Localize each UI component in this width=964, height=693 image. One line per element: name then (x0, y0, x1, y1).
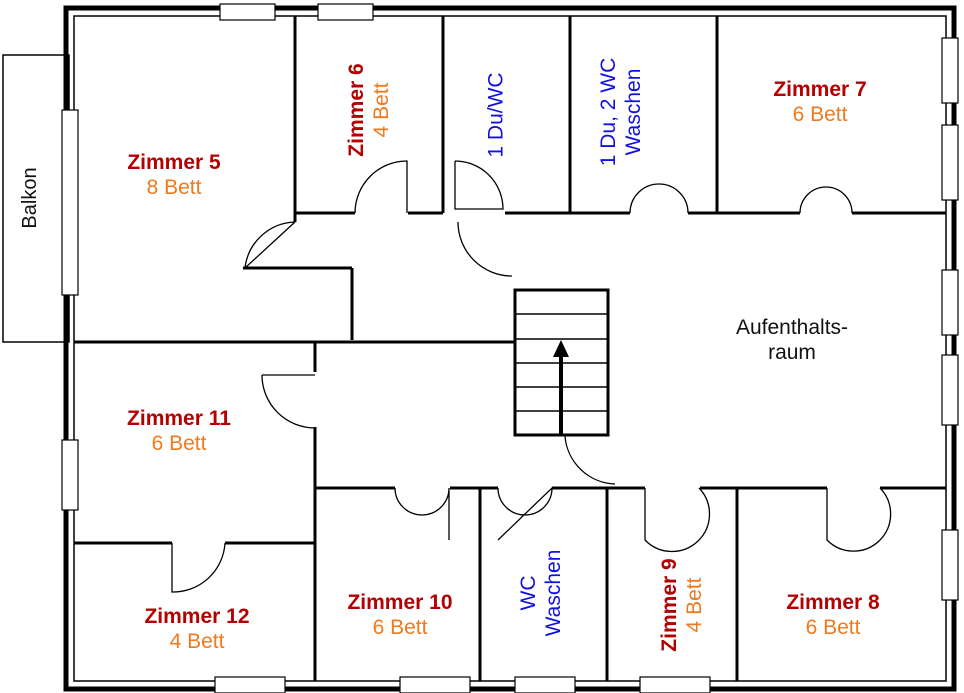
zimmer8-label: Zimmer 8 6 Bett (786, 590, 879, 640)
balcony-text: Balkon (19, 167, 41, 229)
balcony-label: Balkon (18, 167, 42, 228)
balcony (2, 54, 70, 343)
shower2-label: 1 Du, 2 WC Waschen (596, 58, 646, 167)
shower2-line1: 1 Du, 2 WC (596, 57, 620, 167)
wc-line2: Waschen (542, 549, 565, 637)
windows (61, 3, 959, 693)
zimmer6-name: Zimmer 6 (344, 63, 368, 157)
zimmer10-beds: 6 Bett (372, 616, 428, 639)
zimmer11-label: Zimmer 11 6 Bett (127, 406, 231, 456)
doors (171, 160, 892, 593)
wc-line1: WC (516, 575, 540, 611)
zimmer10-name: Zimmer 10 (347, 590, 453, 614)
zimmer9-label: Zimmer 9 4 Bett (657, 558, 707, 651)
common-line1: Aufenthalts- (735, 315, 849, 339)
interior-walls (74, 16, 946, 681)
zimmer7-name: Zimmer 7 (773, 77, 867, 101)
zimmer11-beds: 6 Bett (151, 432, 207, 455)
common-room-label: Aufenthalts- raum (736, 315, 848, 365)
zimmer9-name: Zimmer 9 (657, 558, 681, 652)
zimmer8-name: Zimmer 8 (786, 590, 880, 614)
zimmer12-label: Zimmer 12 4 Bett (144, 604, 249, 654)
shower1-label: 1 Du/WC (483, 72, 508, 157)
zimmer7-beds: 6 Bett (792, 103, 848, 126)
zimmer11-name: Zimmer 11 (127, 406, 231, 430)
common-line2: raum (768, 341, 816, 364)
zimmer6-label: Zimmer 6 4 Bett (344, 63, 394, 156)
zimmer7-label: Zimmer 7 6 Bett (773, 77, 866, 127)
zimmer5-label: Zimmer 5 8 Bett (127, 150, 220, 200)
zimmer5-name: Zimmer 5 (127, 150, 221, 174)
outer-walls (63, 5, 957, 692)
zimmer6-beds: 4 Bett (370, 82, 393, 138)
shower2-line2: Waschen (622, 68, 645, 156)
staircase (513, 288, 610, 437)
zimmer12-name: Zimmer 12 (144, 604, 250, 628)
zimmer10-label: Zimmer 10 6 Bett (347, 590, 452, 640)
zimmer5-beds: 8 Bett (146, 176, 202, 199)
wc-label: WC Waschen (516, 550, 566, 637)
zimmer12-beds: 4 Bett (169, 630, 225, 653)
zimmer9-beds: 4 Bett (683, 577, 706, 633)
zimmer8-beds: 6 Bett (805, 616, 861, 639)
shower1-line1: 1 Du/WC (484, 72, 508, 158)
